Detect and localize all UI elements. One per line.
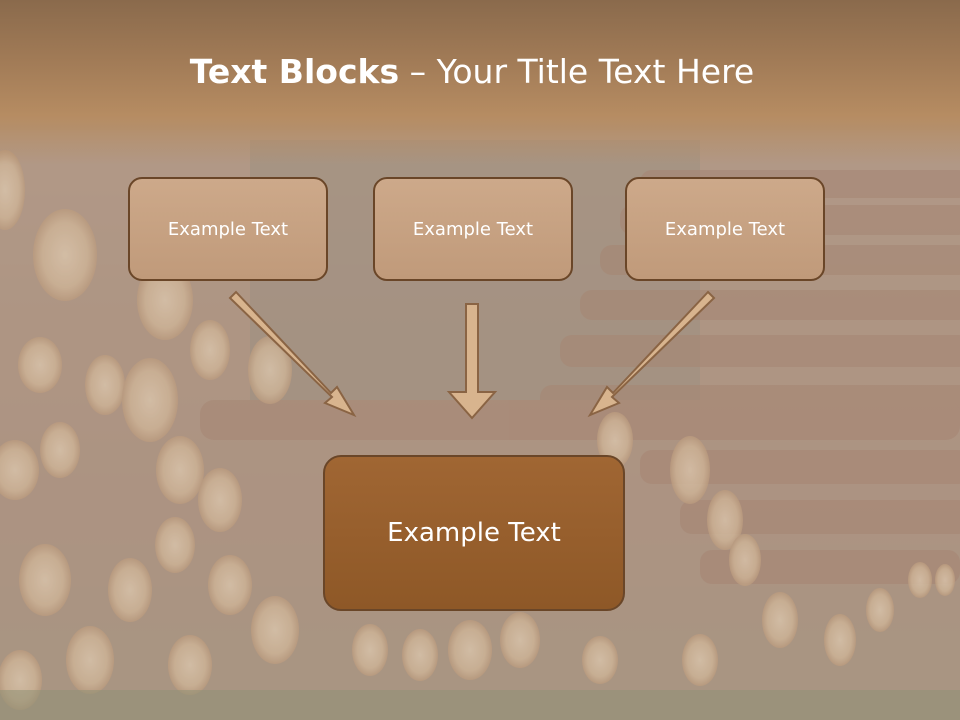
arrow-down-icon [446,303,498,420]
slide-title: Text Blocks – Your Title Text Here [0,52,944,91]
text-block-3[interactable]: Example Text [625,177,825,281]
title-band [0,0,960,165]
title-bold-part: Text Blocks [189,52,400,91]
title-rest-part: Your Title Text Here [436,52,755,91]
text-block-2-label: Example Text [412,218,534,240]
main-text-block[interactable]: Example Text [323,455,625,611]
text-block-2[interactable]: Example Text [373,177,573,281]
main-text-block-label: Example Text [387,518,561,548]
arrow-right-icon [587,290,716,418]
text-block-1-label: Example Text [167,218,289,240]
title-separator: – [399,52,437,91]
text-block-1[interactable]: Example Text [128,177,328,281]
arrow-left-icon [228,290,357,418]
text-block-3-label: Example Text [664,218,786,240]
